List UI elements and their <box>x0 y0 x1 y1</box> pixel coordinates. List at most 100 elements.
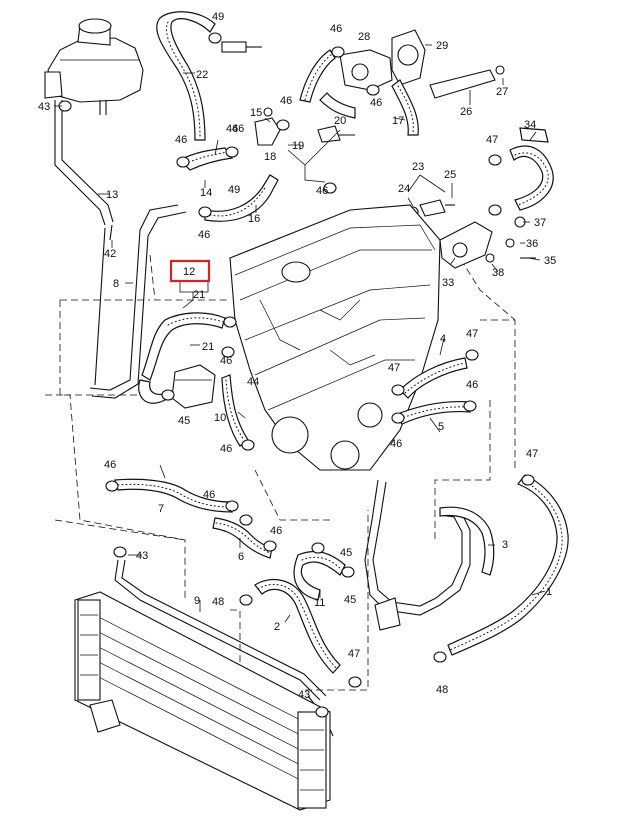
callout-49a: 49 <box>212 11 224 23</box>
callout-11: 11 <box>314 597 325 609</box>
callout-14: 14 <box>200 187 212 199</box>
hose-7 <box>114 478 233 513</box>
callout-48b: 48 <box>436 684 448 696</box>
callout-46-1: 46 <box>175 134 187 146</box>
callout-46-4: 46 <box>280 95 292 107</box>
callout-24: 24 <box>398 183 410 195</box>
callout-47a: 47 <box>486 134 498 146</box>
callout-43c: 43 <box>298 689 310 701</box>
engine-block <box>229 204 441 471</box>
callout-leader-lines <box>54 44 546 623</box>
callout-7: 7 <box>158 503 164 515</box>
callout-12: 12 <box>183 266 195 278</box>
callout-38: 38 <box>492 267 504 279</box>
pipe-3 <box>364 479 495 631</box>
hose-5 <box>394 400 471 425</box>
callout-15: 15 <box>250 107 262 119</box>
callout-47c: 47 <box>388 362 400 374</box>
pipe-9 <box>114 559 327 701</box>
callout-23: 23 <box>412 161 424 173</box>
hose-4 <box>399 357 468 399</box>
radiator <box>74 591 331 811</box>
hose-near-28 <box>299 49 336 103</box>
hose-16 <box>204 174 279 222</box>
callout-16: 16 <box>248 213 260 225</box>
callout-36: 36 <box>526 238 538 250</box>
callout-49b: 49 <box>228 184 240 196</box>
hose-6 <box>212 517 273 559</box>
callout-46-14: 46 <box>390 438 402 450</box>
pipe-8 <box>89 204 187 399</box>
callout-42: 42 <box>104 248 116 260</box>
callout-19: 19 <box>292 140 304 152</box>
callout-45b: 45 <box>340 547 352 559</box>
hose-1 <box>447 474 569 656</box>
sensor-connector-top <box>221 41 262 53</box>
callout-8: 8 <box>113 278 119 290</box>
callout-46-8: 46 <box>220 355 232 367</box>
callout-45a: 45 <box>178 415 190 427</box>
water-pump-28 <box>339 29 426 91</box>
callout-2: 2 <box>274 621 280 633</box>
callout-6: 6 <box>238 551 244 563</box>
callout-47b: 47 <box>466 328 478 340</box>
callout-46-9: 46 <box>220 443 232 455</box>
callout-45c: 45 <box>344 594 356 606</box>
callout-27: 27 <box>496 86 508 98</box>
callout-46-2: 46 <box>226 123 238 135</box>
flange-15 <box>254 107 281 146</box>
hose-19-20 <box>317 125 355 143</box>
callout-43a: 43 <box>38 101 50 113</box>
thermostat-housing-33 <box>439 221 493 269</box>
callout-17: 17 <box>392 115 404 127</box>
callout-21: 21 <box>193 289 205 301</box>
callout-44: 44 <box>247 376 259 388</box>
callout-33: 33 <box>442 277 454 289</box>
bracket-26 <box>429 65 505 99</box>
callout-21b: 21 <box>202 341 214 353</box>
coolant-expansion-tank <box>44 18 144 226</box>
sensor-36-38 <box>485 216 536 263</box>
hose-2 <box>254 578 341 674</box>
callout-29: 29 <box>436 40 448 52</box>
hose-22 <box>156 11 216 141</box>
callout-35: 35 <box>544 255 556 267</box>
highlight-box-12 <box>169 259 211 283</box>
callout-10: 10 <box>214 412 226 424</box>
reservoir-small <box>171 364 216 409</box>
callout-5: 5 <box>438 421 444 433</box>
hose-21 <box>141 312 226 381</box>
pipe-13 <box>94 224 113 386</box>
callout-46-10: 46 <box>104 459 116 471</box>
callout-9: 9 <box>194 595 200 607</box>
callout-26: 26 <box>460 106 472 118</box>
callout-28: 28 <box>358 31 370 43</box>
callout-46-11: 46 <box>203 489 215 501</box>
callout-46-7: 46 <box>316 185 328 197</box>
callout-18: 18 <box>264 151 276 163</box>
callout-46-6: 46 <box>370 97 382 109</box>
callout-47d: 47 <box>526 448 538 460</box>
callout-47e: 47 <box>348 648 360 660</box>
hose-10 <box>221 374 249 447</box>
callout-25: 25 <box>444 169 456 181</box>
hose-top-mid <box>319 92 356 119</box>
callout-22: 22 <box>196 69 208 81</box>
callout-46-15: 46 <box>232 123 244 135</box>
callout-37: 37 <box>534 217 546 229</box>
callout-20: 20 <box>334 115 346 127</box>
hose-17 <box>391 79 419 136</box>
callout-34: 34 <box>524 119 536 131</box>
callout-3: 3 <box>502 539 508 551</box>
hose-11 <box>293 550 346 601</box>
callout-1: 1 <box>546 586 552 598</box>
hose-clamps <box>58 32 535 718</box>
callout-46-3: 46 <box>198 229 210 241</box>
callout-13: 13 <box>106 189 118 201</box>
callout-labels: 1 2 3 4 5 6 7 8 9 10 11 12 13 14 15 16 1… <box>38 11 556 701</box>
callout-46-13: 46 <box>466 379 478 391</box>
callout-48a: 48 <box>212 596 224 608</box>
hose-34 <box>509 127 554 211</box>
callout-46-5: 46 <box>330 23 342 35</box>
